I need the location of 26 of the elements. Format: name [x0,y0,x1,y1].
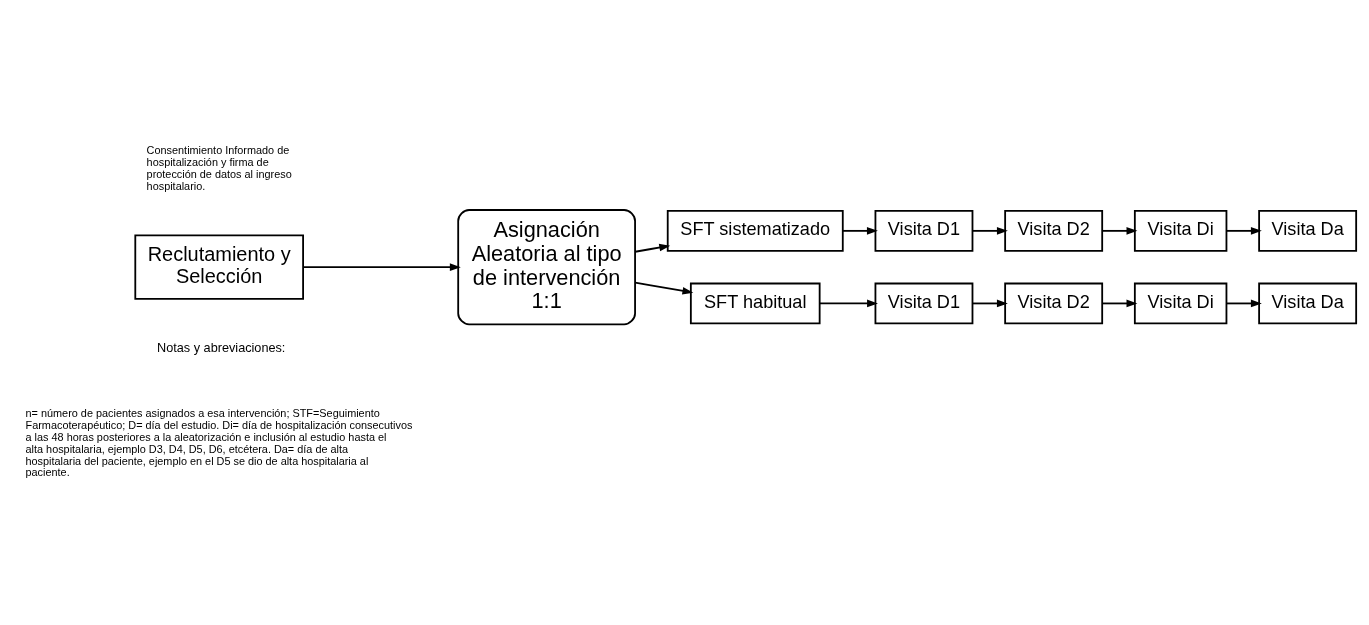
node-box: Visita D1 [874,282,974,325]
arrow [971,227,1008,235]
node-box: Visita Di [1133,210,1228,252]
label: Notas y abreviaciones: [157,341,286,356]
arrow [818,299,878,308]
node-box: Visita D2 [1004,210,1104,252]
label: n= número de pacientes asignados a esa intervención; STF=Seguimiento Farmacoterapéutico; D= día del estudio. Di= día de hospitalización consecutivos a las 48 horas posteriores a la aleatorización e inclusión al estudio hasta el alta hospitalaria, ejemplo D3, D4, D5, D6, etcétera. Da= día de alta hospitalaria del paciente, ejemplo en el D5 se dio de alta hospitalaria al paciente. [25,407,413,479]
node-box: Visita D2 [1004,282,1104,325]
arrow [1225,227,1262,235]
node-box: Reclutamiento y Selección [134,234,304,300]
arrow [634,243,671,253]
node-box: SFT habitual [689,282,821,325]
node-box: Asignación Aleatoria al tipo de intervención 1:1 [457,209,636,326]
node-box: Visita Di [1133,282,1228,325]
arrow [1101,227,1138,235]
node-box: SFT sistematizado [666,210,844,252]
arrow [971,299,1008,308]
arrow [302,263,461,271]
node-box: Visita D1 [874,210,974,252]
node-box: Visita Da [1258,210,1358,252]
arrow [634,281,694,295]
label: Consentimiento Informado de hospitalización y firma de protección de datos al ingreso hospitalario. [146,144,292,192]
arrow [1101,299,1138,308]
arrow [1225,299,1262,308]
arrow [841,227,878,235]
node-box: Visita Da [1258,282,1358,325]
